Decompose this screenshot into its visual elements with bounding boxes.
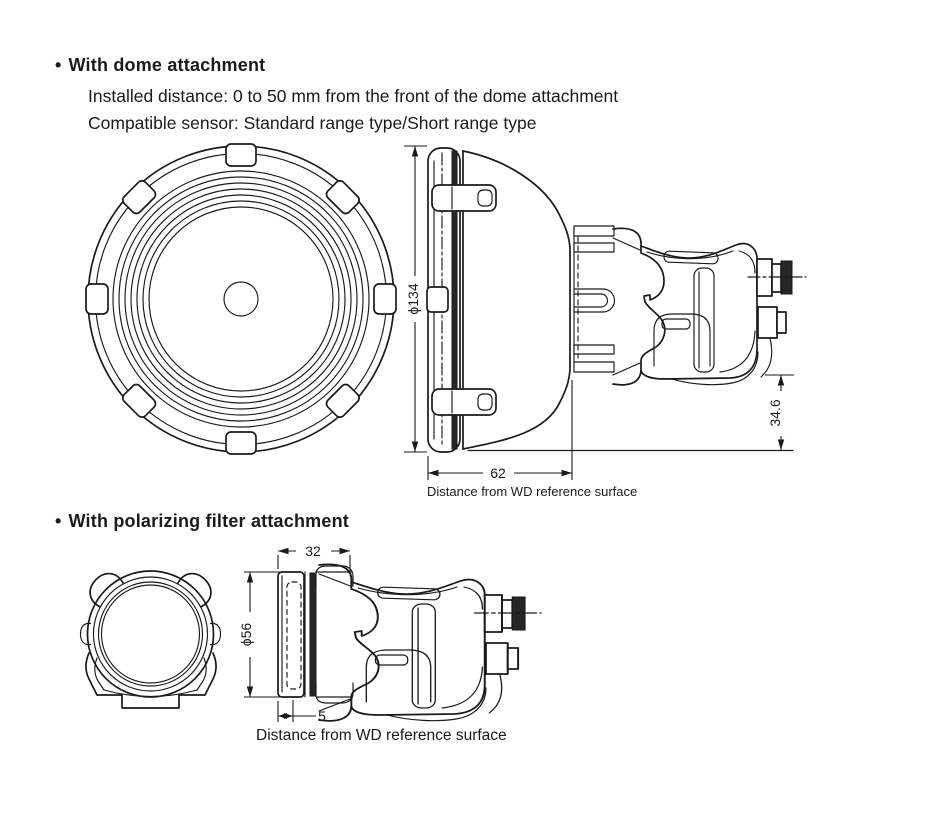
dome-mounting-fingers [573,225,615,373]
bullet-glyph: • [55,511,62,531]
dome-section-title-text: With dome attachment [68,55,266,75]
polarizing-wd-caption: Distance from WD reference surface [256,727,507,744]
dimension-label-filter-diameter: ϕ56 [238,623,254,647]
polarizing-section-title-text: With polarizing filter attachment [68,511,349,531]
sensor-head-side-view [612,227,807,386]
dome-section-title: • With dome attachment [55,55,265,76]
dome-side-tab-bottom [431,388,497,416]
dome-side-tab-top [431,184,497,212]
dome-installed-distance-line: Installed distance: 0 to 50 mm from the … [88,86,619,106]
dimension-filter-diameter: ϕ56 [238,571,281,698]
dome-compatible-sensor-line: Compatible sensor: Standard range type/S… [88,113,537,133]
dome-side-tab-left [426,286,449,313]
dimension-dome-height: 34.6 [765,374,794,450]
dimension-label-dome-depth: 62 [490,465,506,481]
dome-wd-caption: Distance from WD reference surface [427,484,638,499]
dimension-filter-offset: 5 [277,700,326,724]
bullet-glyph: • [55,55,62,75]
dimension-label-dome-height: 34.6 [767,399,783,426]
dimension-label-filter-width: 32 [305,543,321,559]
dome-center-mark [223,281,259,317]
dimension-label-filter-offset: 5 [318,708,326,724]
dimension-filter-width: 32 [277,543,351,574]
polarizing-section-title: • With polarizing filter attachment [55,511,349,532]
filter-side-view [277,565,354,704]
filter-bottom-skirt [85,652,217,709]
filter-ear-lobes [79,572,222,646]
dome-side-view [426,147,794,453]
filter-front-view [79,570,222,709]
dome-locking-tabs [85,143,397,455]
dimension-dome-depth: 62 [427,380,573,481]
dimension-label-dome-diameter: ϕ134 [405,283,421,314]
dimension-dome-diameter: ϕ134 [404,145,427,453]
dome-front-view [85,143,397,455]
filter-mounting-hooks [315,565,354,704]
